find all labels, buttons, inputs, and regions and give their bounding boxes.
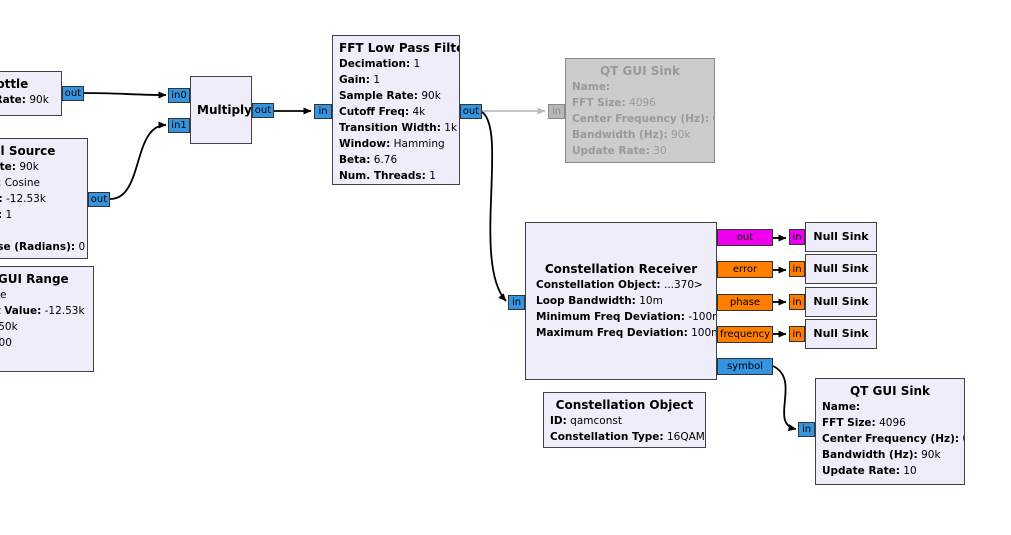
block-title: Constellation Receiver [544,262,698,276]
block-null-sink-4[interactable]: Null Sink [805,319,877,349]
block-param: Cutoff Freq: 4k [339,106,426,118]
block-qt-gui-range[interactable]: QT GUI Range Id: range Default Value: -1… [0,266,94,372]
block-param: Sample Rate: 90k [0,161,39,173]
block-param: Bandwidth (Hz): 90k [822,449,941,461]
block-param: Loop Bandwidth: 10m [536,295,663,307]
block-param: Id: range [0,289,7,301]
port-signal-source-out[interactable]: out [88,192,110,207]
block-title: Null Sink [813,230,869,243]
block-multiply[interactable]: Multiply [190,76,252,144]
block-title: Null Sink [813,262,869,275]
block-param: Amplitude: 1 [0,209,13,221]
block-title: QT GUI Range [0,272,69,286]
block-param: ID: qamconst [550,415,622,427]
block-param: Decimation: 1 [339,58,421,70]
block-qt-gui-sink[interactable]: QT GUI Sink Name: FFT Size: 4096 Center … [815,378,965,485]
port-null-sink-4-in[interactable]: in [789,326,805,342]
port-constellation-receiver-phase[interactable]: phase [717,294,773,311]
block-param: Center Frequency (Hz): 0 [822,433,964,445]
port-throttle-out[interactable]: out [62,86,84,101]
wire-fft-to-constellation-receiver[interactable] [481,111,507,302]
port-constellation-receiver-frequency[interactable]: frequency [717,326,773,343]
port-null-sink-2-in[interactable]: in [789,261,805,277]
port-multiply-in1[interactable]: in1 [168,118,190,133]
port-multiply-out[interactable]: out [252,103,274,118]
block-param: Offset: 0 [0,223,81,239]
block-param: Center Frequency (Hz): 0 [572,113,714,125]
block-param: Beta: 6.76 [339,154,398,166]
port-null-sink-1-in[interactable]: in [789,229,805,245]
block-param: Sample Rate: 90k [339,90,441,102]
block-title: QT GUI Sink [599,64,681,78]
port-qt-gui-sink-in[interactable]: in [798,422,815,437]
block-param: Name: [822,401,861,413]
block-throttle[interactable]: Throttle Sample Rate: 90k [0,71,62,116]
block-param: Bandwidth (Hz): 90k [572,129,691,141]
block-param: Step: 1 [0,351,87,367]
port-constellation-receiver-in[interactable]: in [508,295,525,310]
block-title: Signal Source [0,144,56,158]
block-param: Window: Hamming [339,138,445,150]
block-param: Name: [572,81,611,93]
block-param: Sample Rate: 90k [0,94,49,106]
block-title: FFT Low Pass Filter [339,41,460,55]
block-signal-source[interactable]: Signal Source Sample Rate: 90k Waveform:… [0,138,88,259]
port-constellation-receiver-symbol[interactable]: symbol [717,358,773,375]
block-fft-low-pass-filter[interactable]: FFT Low Pass Filter Decimation: 1 Gain: … [332,35,460,185]
block-title: Null Sink [813,327,869,340]
port-fft-in[interactable]: in [314,104,332,119]
block-param: Constellation Type: 16QAM [550,431,705,443]
block-param: Default Value: -12.53k [0,305,85,317]
block-title: QT GUI Sink [849,384,931,398]
block-param: Frequency: -12.53k [0,193,46,205]
port-constellation-receiver-error[interactable]: error [717,261,773,278]
block-null-sink-3[interactable]: Null Sink [805,287,877,317]
block-param: Initial Phase (Radians): 0 [0,241,86,253]
port-fft-out[interactable]: out [460,104,482,119]
wire-signal-source-to-multiply-in1[interactable] [109,121,167,200]
block-param: Start: -50k [0,321,18,333]
port-multiply-in0[interactable]: in0 [168,88,190,103]
block-qt-gui-sink-disabled[interactable]: QT GUI Sink Name: FFT Size: 4096 Center … [565,58,715,163]
wire-symbol-to-qt-gui-sink[interactable] [772,365,797,432]
block-title: Constellation Object [555,398,694,412]
block-constellation-object[interactable]: Constellation Object ID: qamconst Conste… [543,392,706,448]
block-param: FFT Size: 4096 [572,97,656,109]
block-param: FFT Size: 4096 [822,417,906,429]
block-param: Transition Width: 1k [339,122,458,134]
block-param: Constellation Object: ...370> [536,279,703,291]
block-param: Update Rate: 10 [822,465,917,477]
block-param: Gain: 1 [339,74,381,86]
block-param: Num. Threads: 1 [339,170,436,182]
block-param: Maximum Freq Deviation: 100m [536,327,716,339]
block-null-sink-2[interactable]: Null Sink [805,254,877,284]
port-qt-gui-sink-disabled-in[interactable]: in [548,104,565,119]
block-null-sink-1[interactable]: Null Sink [805,222,877,252]
port-constellation-receiver-out[interactable]: out [717,229,773,246]
block-param: Stop: 100 [0,337,12,349]
block-constellation-receiver[interactable]: Constellation Receiver Constellation Obj… [525,222,717,380]
block-param: Minimum Freq Deviation: -100m [536,311,716,323]
block-title: Null Sink [813,295,869,308]
block-title: Multiply [197,103,252,117]
wire-throttle-to-multiply-in0[interactable] [83,91,167,99]
block-param: Update Rate: 30 [572,145,667,157]
block-title: Throttle [0,77,29,91]
block-param: Waveform: Cosine [0,177,40,189]
port-null-sink-3-in[interactable]: in [789,294,805,310]
